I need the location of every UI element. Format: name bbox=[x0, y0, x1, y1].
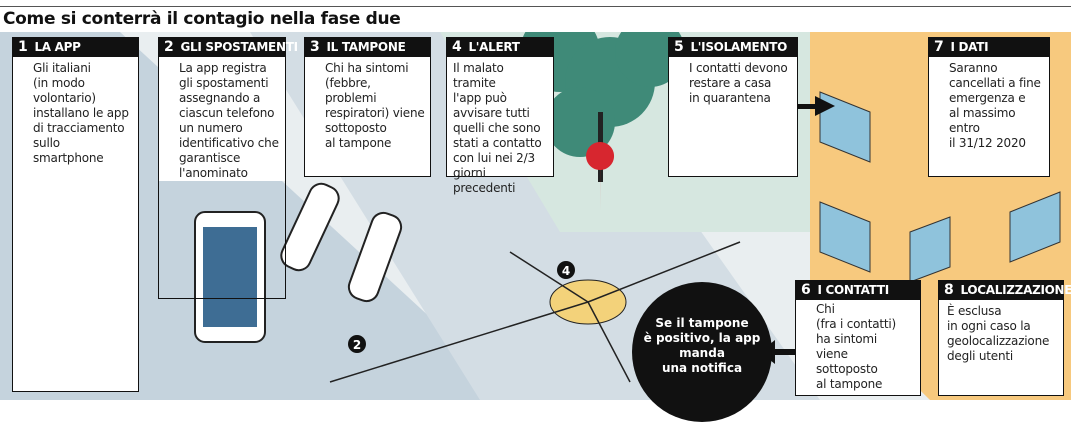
step-title: LOCALIZZAZIONE bbox=[960, 283, 1071, 297]
step-text: Chi ha sintomi (febbre, problemi respira… bbox=[325, 61, 425, 150]
step-title: L'ISOLAMENTO bbox=[690, 40, 787, 54]
step-text: I contatti devono restare a casa in quar… bbox=[689, 61, 788, 105]
step-text: Il malato tramite l'app può avvisare tut… bbox=[453, 61, 542, 195]
step-title: I DATI bbox=[950, 40, 989, 54]
top-rule bbox=[0, 6, 1071, 7]
step-text: Saranno cancellati a fine emergenza e al… bbox=[949, 61, 1041, 150]
step-text: Gli italiani (in modo volontario) instal… bbox=[33, 61, 129, 165]
step-title: IL TAMPONE bbox=[326, 40, 406, 54]
step-text: Chi (fra i contatti) ha sintomi viene so… bbox=[816, 302, 896, 391]
step-text: È esclusa in ogni caso la geolocalizzazi… bbox=[939, 300, 1063, 395]
svg-text:2: 2 bbox=[353, 338, 361, 352]
svg-text:4: 4 bbox=[562, 264, 570, 278]
step-title: LA APP bbox=[34, 40, 81, 54]
step-title: L'ALERT bbox=[468, 40, 520, 54]
page-title: Come si conterrà il contagio nella fase … bbox=[3, 9, 401, 29]
step-title: I CONTATTI bbox=[817, 283, 889, 297]
notification-circle: Se il tampone è positivo, la app manda u… bbox=[632, 282, 772, 422]
step-title: GLI SPOSTAMENTI bbox=[180, 40, 298, 54]
marker-group bbox=[348, 261, 575, 353]
step-text: La app registra gli spostamenti assegnan… bbox=[159, 57, 285, 181]
